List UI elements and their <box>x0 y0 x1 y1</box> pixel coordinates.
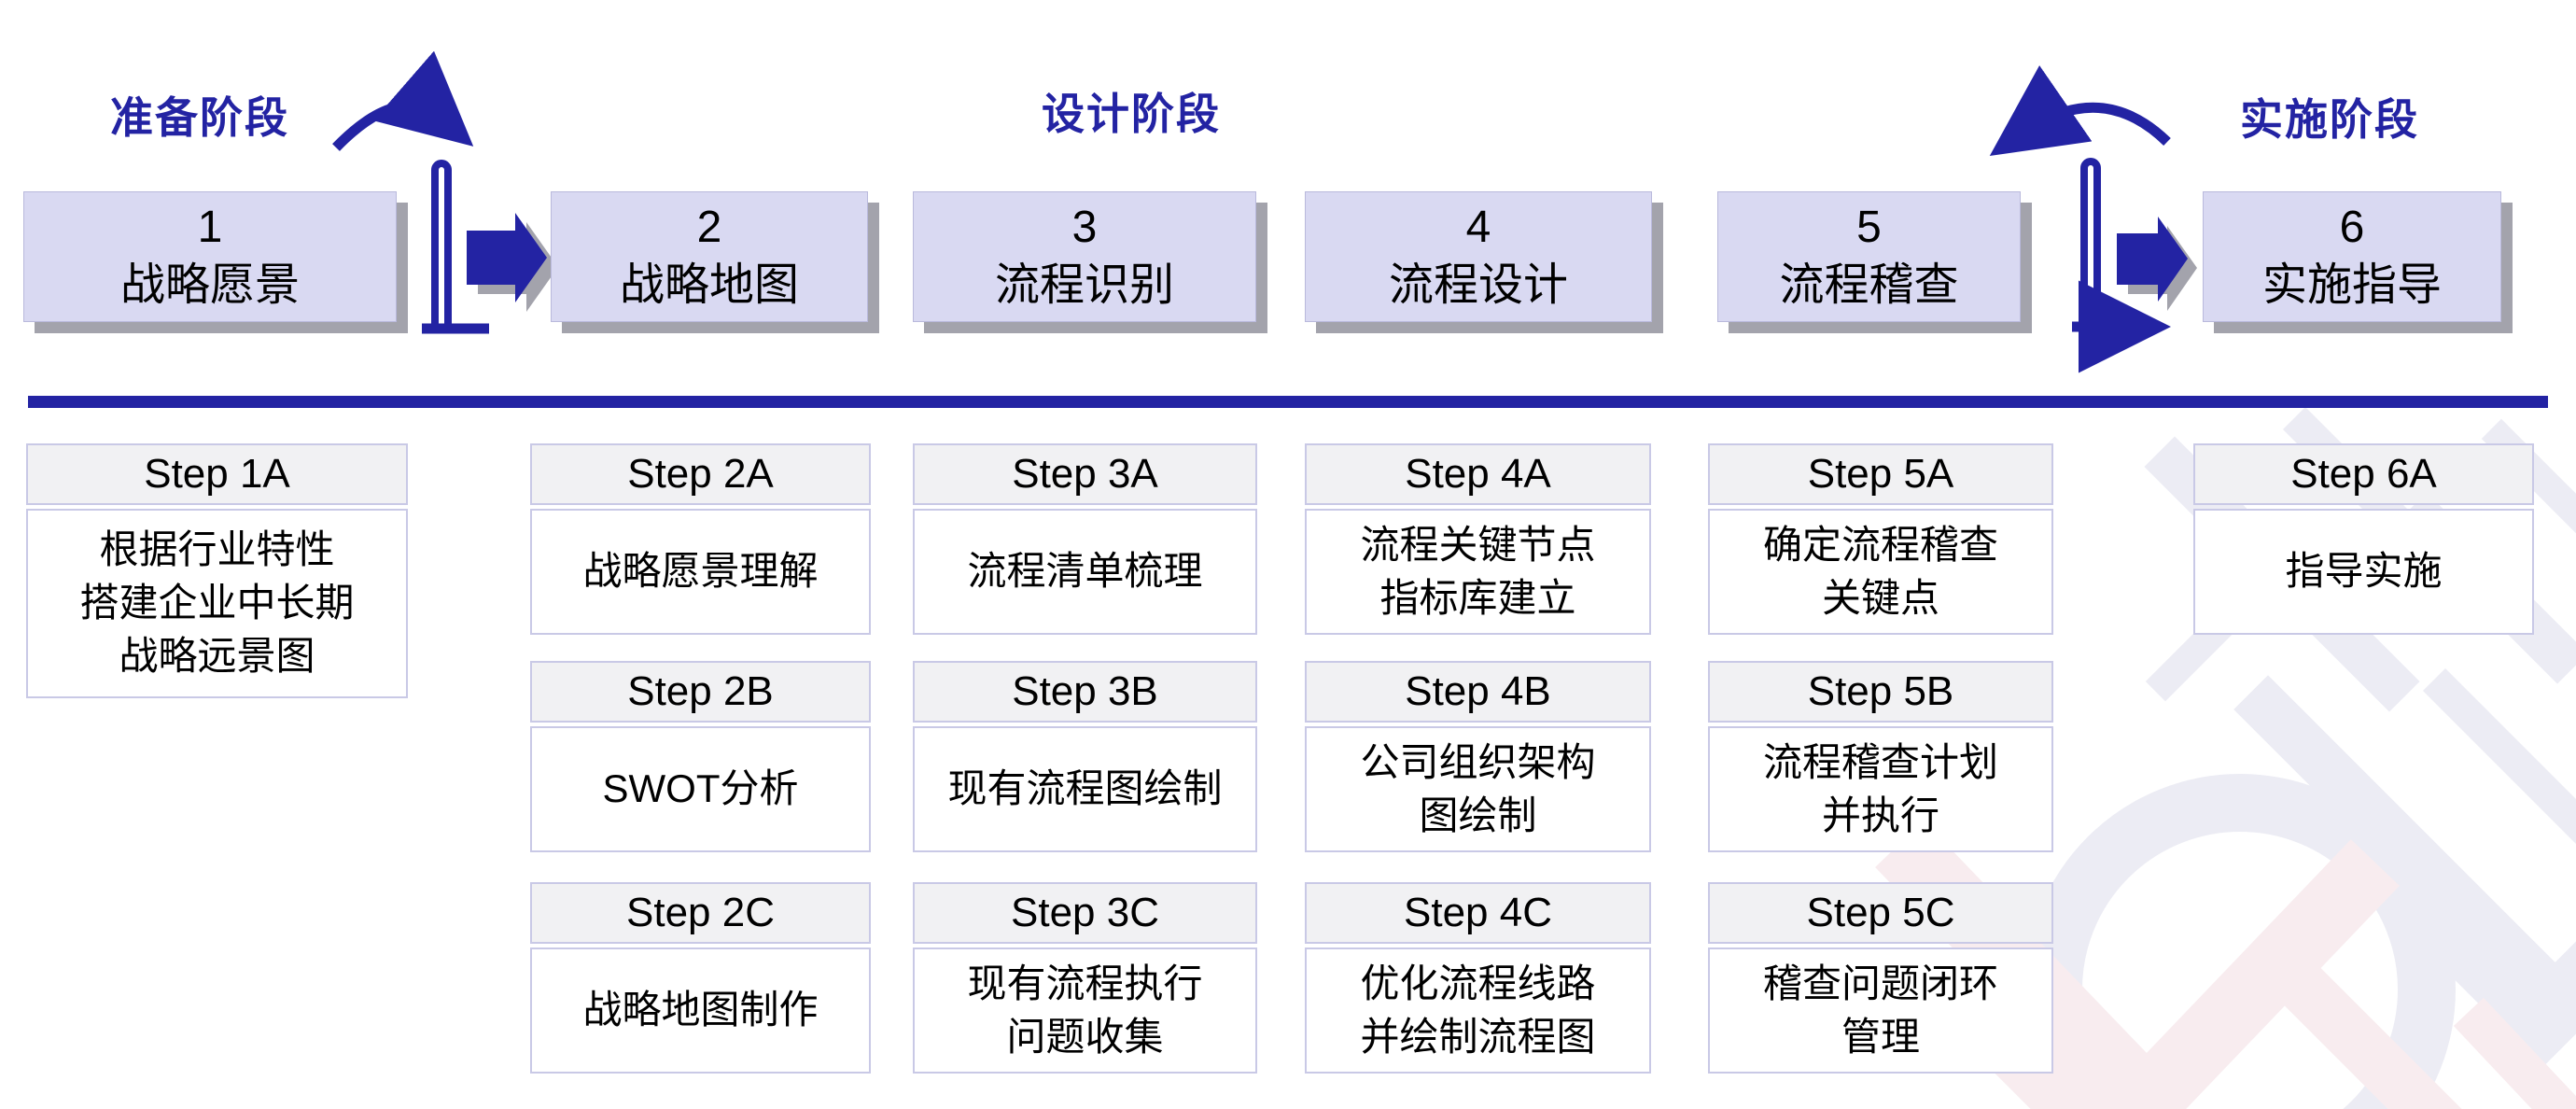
main-step-number: 5 <box>1856 202 1882 252</box>
phase-divider-right-icon <box>2072 158 2171 373</box>
main-step-box-6: 6 实施指导 <box>2203 191 2501 322</box>
block-arrow-left-icon <box>467 213 558 312</box>
substep-card-4c: Step 4C 优化流程线路 并绘制流程图 <box>1305 882 1651 1074</box>
substep-header: Step 4C <box>1305 882 1651 944</box>
substep-body: 根据行业特性 搭建企业中长期 战略远景图 <box>26 509 408 698</box>
main-step-number: 6 <box>2339 202 2365 252</box>
main-step-title: 流程识别 <box>994 260 1174 310</box>
main-step-number: 3 <box>1071 202 1098 252</box>
substep-card-2b: Step 2B SWOT分析 <box>530 661 871 852</box>
substep-body: 优化流程线路 并绘制流程图 <box>1305 948 1651 1074</box>
substep-body: 战略地图制作 <box>530 948 871 1074</box>
timeline-rule <box>28 396 2548 408</box>
substep-card-1a: Step 1A 根据行业特性 搭建企业中长期 战略远景图 <box>26 443 408 698</box>
substep-header: Step 5B <box>1708 661 2053 723</box>
main-step-number: 2 <box>696 202 722 252</box>
substep-card-5b: Step 5B 流程稽查计划 并执行 <box>1708 661 2053 852</box>
main-step-box-1: 1 战略愿景 <box>23 191 397 322</box>
substep-header: Step 2B <box>530 661 871 723</box>
substep-header: Step 3C <box>913 882 1257 944</box>
substep-body: SWOT分析 <box>530 726 871 852</box>
substep-body: 流程关键节点 指标库建立 <box>1305 509 1651 635</box>
curved-arrow-left-icon <box>1989 65 2171 156</box>
substep-body: 现有流程图绘制 <box>913 726 1257 852</box>
phase-label-implementation: 实施阶段 <box>2240 95 2419 144</box>
substep-card-2a: Step 2A 战略愿景理解 <box>530 443 871 635</box>
substep-body: 战略愿景理解 <box>530 509 871 635</box>
main-step-box-2: 2 战略地图 <box>551 191 868 322</box>
phase-label-preparation: 准备阶段 <box>110 93 289 142</box>
phase-divider-left-icon <box>422 160 489 334</box>
substep-header: Step 5A <box>1708 443 2053 505</box>
substep-header: Step 6A <box>2193 443 2534 505</box>
main-step-title: 流程设计 <box>1388 260 1568 310</box>
substep-body: 流程清单梳理 <box>913 509 1257 635</box>
substep-card-3b: Step 3B 现有流程图绘制 <box>913 661 1257 852</box>
substep-body: 指导实施 <box>2193 509 2534 635</box>
substep-card-2c: Step 2C 战略地图制作 <box>530 882 871 1074</box>
substep-body: 确定流程稽查 关键点 <box>1708 509 2053 635</box>
block-arrow-right-icon <box>2117 217 2197 311</box>
substep-card-6a: Step 6A 指导实施 <box>2193 443 2534 635</box>
curved-arrow-right-icon <box>332 50 474 151</box>
substep-card-4a: Step 4A 流程关键节点 指标库建立 <box>1305 443 1651 635</box>
main-step-title: 战略地图 <box>619 260 799 310</box>
substep-card-5c: Step 5C 稽查问题闭环 管理 <box>1708 882 2053 1074</box>
substep-header: Step 3B <box>913 661 1257 723</box>
substep-body: 公司组织架构 图绘制 <box>1305 726 1651 852</box>
substep-body: 稽查问题闭环 管理 <box>1708 948 2053 1074</box>
substep-header: Step 4B <box>1305 661 1651 723</box>
main-step-box-5: 5 流程稽查 <box>1717 191 2021 322</box>
main-step-title: 实施指导 <box>2261 260 2442 310</box>
substep-header: Step 5C <box>1708 882 2053 944</box>
substep-header: Step 3A <box>913 443 1257 505</box>
substep-header: Step 4A <box>1305 443 1651 505</box>
main-step-number: 4 <box>1465 202 1491 252</box>
main-step-title: 流程稽查 <box>1779 260 1959 310</box>
substep-header: Step 2A <box>530 443 871 505</box>
substep-header: Step 2C <box>530 882 871 944</box>
substep-header: Step 1A <box>26 443 408 505</box>
main-step-box-4: 4 流程设计 <box>1305 191 1652 322</box>
substep-card-4b: Step 4B 公司组织架构 图绘制 <box>1305 661 1651 852</box>
substep-body: 现有流程执行 问题收集 <box>913 948 1257 1074</box>
main-step-title: 战略愿景 <box>119 260 300 310</box>
phase-label-design: 设计阶段 <box>1042 90 1221 138</box>
substep-card-5a: Step 5A 确定流程稽查 关键点 <box>1708 443 2053 635</box>
main-step-number: 1 <box>197 202 223 252</box>
substep-card-3c: Step 3C 现有流程执行 问题收集 <box>913 882 1257 1074</box>
substep-body: 流程稽查计划 并执行 <box>1708 726 2053 852</box>
substep-card-3a: Step 3A 流程清单梳理 <box>913 443 1257 635</box>
main-step-box-3: 3 流程识别 <box>913 191 1256 322</box>
